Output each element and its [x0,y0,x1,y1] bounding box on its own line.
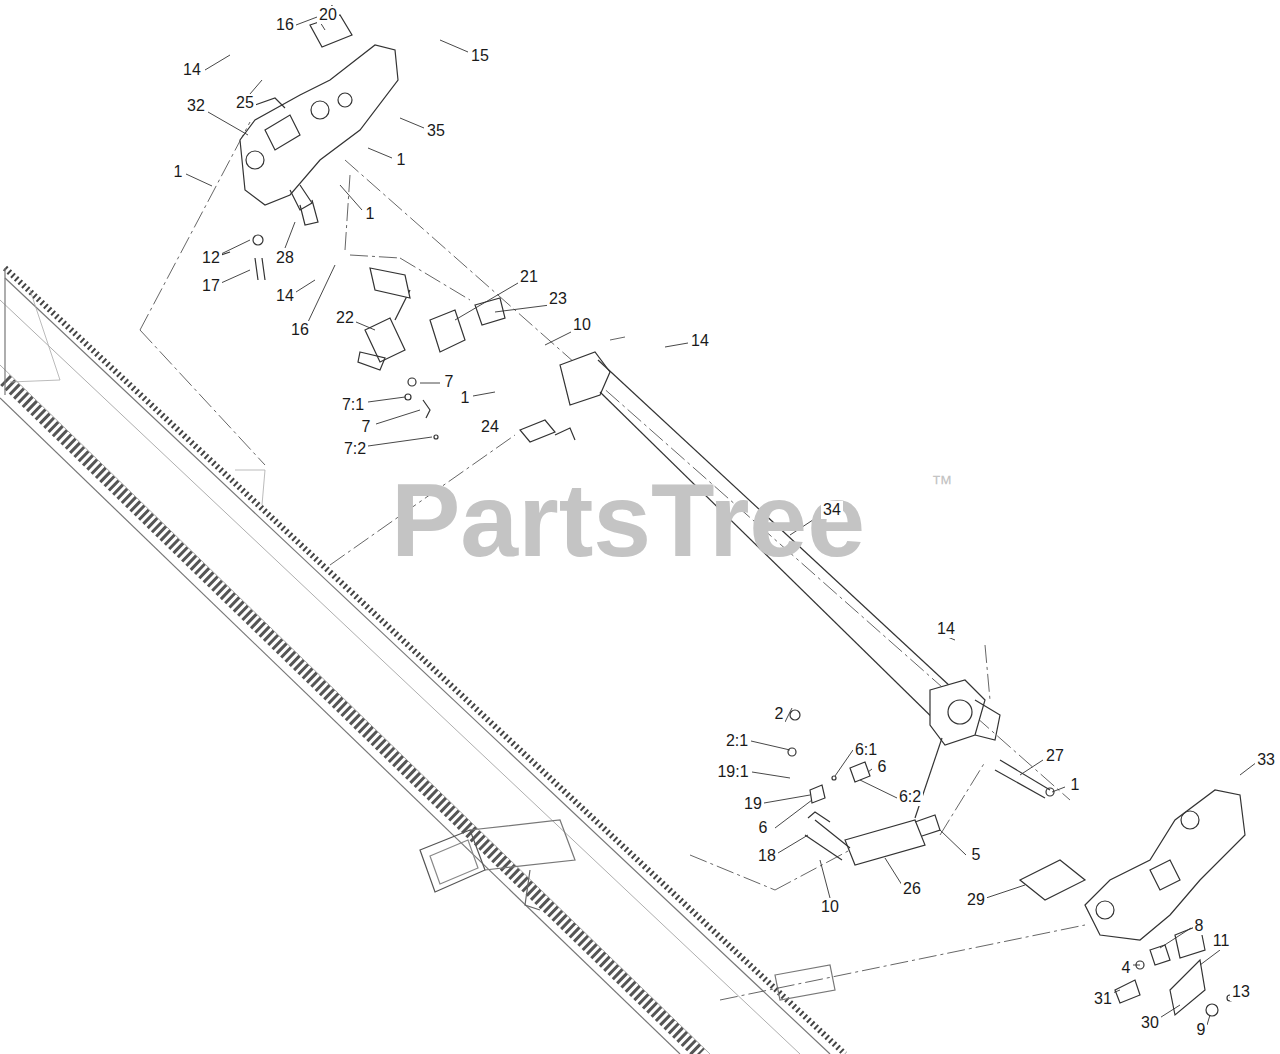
callout-number: 1 [459,389,472,407]
callout-number: 16 [274,16,296,34]
callout-number: 25 [234,94,256,112]
callout-number: 11 [1211,932,1232,950]
callout-number: 24 [479,418,501,436]
callout-number: 14 [274,287,296,305]
callout-number: 16 [289,321,311,339]
callout-number: 27 [1044,747,1066,765]
blade [0,268,845,1054]
callout-number: 18 [756,847,778,865]
callout-number: 1 [1069,776,1082,794]
callout-number: 28 [274,249,296,267]
callout-number: 31 [1092,990,1114,1008]
trademark-mark: ™ [931,473,953,495]
callout-number: 9 [1195,1021,1208,1039]
callout-number: 26 [901,880,923,898]
callout-number: 7 [360,418,373,436]
callout-number: 7:2 [342,440,368,458]
tube [560,352,1000,818]
callout-number: 23 [547,290,569,308]
callout-number: 32 [185,97,207,115]
callout-number: 14 [689,332,711,350]
callout-number: 6 [876,758,889,776]
callout-number: 22 [334,309,356,327]
callout-number: 30 [1139,1014,1161,1032]
callout-number: 5 [970,846,983,864]
callout-number: 35 [425,122,447,140]
callout-number: 13 [1230,983,1252,1001]
leader-lines [186,14,1257,1025]
callout-number: 6:2 [897,788,923,806]
callout-number: 7 [443,373,456,391]
callout-number: 14 [935,620,957,638]
right-bracket [995,760,1245,1016]
callout-number: 10 [819,898,841,916]
callout-number: 21 [518,268,540,286]
callout-number: 29 [965,891,987,909]
callout-number: 1 [364,205,377,223]
callout-number: 8 [1193,917,1206,935]
callout-number: 2 [773,705,786,723]
callout-number: 4 [1120,959,1133,977]
callout-number: 1 [172,163,185,181]
callout-number: 10 [571,316,593,334]
callout-number: 17 [200,277,222,295]
callout-number: 33 [1255,751,1277,769]
left-cylinder [358,268,575,442]
right-cylinder [788,710,940,865]
callout-number: 34 [821,501,843,519]
callout-number: 7:1 [340,396,366,414]
callout-number: 19 [742,795,764,813]
callout-number: 12 [200,249,222,267]
callout-number: 19:1 [715,763,750,781]
callout-number: 15 [469,47,491,65]
left-bracket [212,5,398,280]
callout-number: 14 [181,61,203,79]
callout-number: 6 [757,819,770,837]
callout-number: 1 [395,151,408,169]
phantom-lines [140,122,1085,1000]
callout-number: 6:1 [853,741,879,759]
callout-number: 2:1 [724,732,750,750]
watermark: PartsTree [391,468,865,572]
callout-number: 20 [317,6,339,24]
